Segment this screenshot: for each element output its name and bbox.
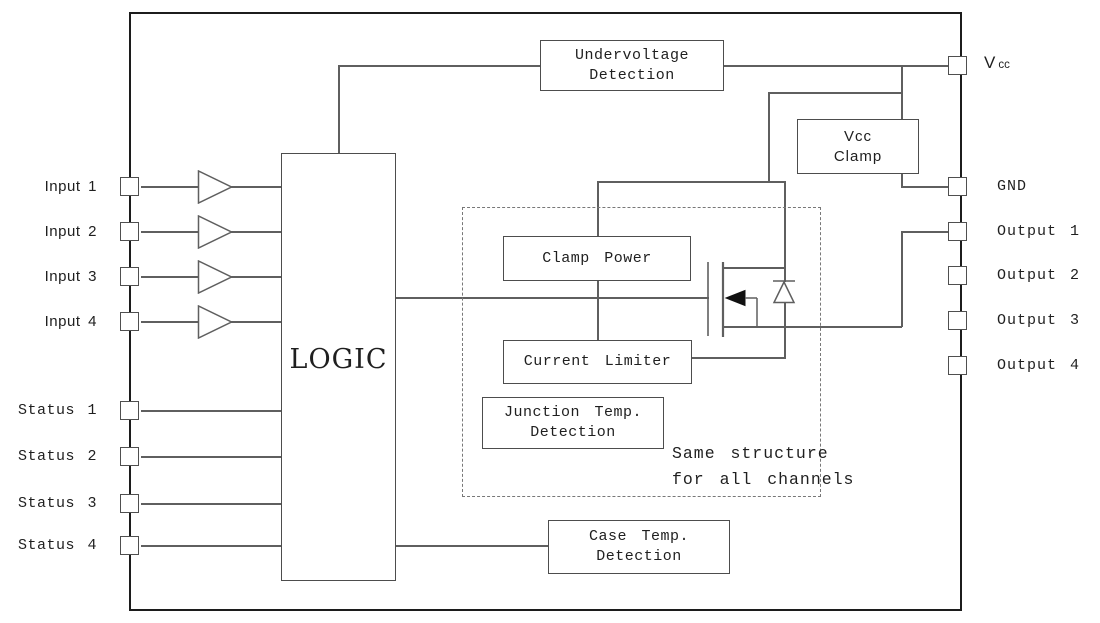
pin-vcc xyxy=(948,56,967,75)
vcc-clamp-block: Vcc Clamp xyxy=(797,119,919,174)
pin-output-1 xyxy=(948,222,967,241)
pin-label-status-1: Status 1 xyxy=(17,402,97,419)
wire-input1-buffer-to-logic xyxy=(230,186,281,188)
input-buffer-icon xyxy=(197,215,233,249)
wire-status2-to-logic xyxy=(141,456,281,458)
wire-branch-drop xyxy=(768,92,770,182)
wire-status3-to-logic xyxy=(141,503,281,505)
wire-to-output1-pin xyxy=(901,231,948,233)
wire-logic-to-undervoltage xyxy=(338,65,540,67)
wire-input1-pin-to-buffer xyxy=(141,186,199,188)
pin-label-status-3: Status 3 xyxy=(17,495,97,512)
pin-gnd xyxy=(948,177,967,196)
wire-channel-top-rail xyxy=(597,181,785,183)
wire-undervoltage-to-vcc-pin xyxy=(722,65,948,67)
current-limiter-block: Current Limiter xyxy=(503,340,692,384)
case-temp-label-line1: Case Temp. xyxy=(588,528,689,545)
pin-label-status-2: Status 2 xyxy=(17,448,97,465)
diode-triangle xyxy=(772,280,796,304)
wire-source-to-output1 xyxy=(901,232,903,327)
vcc-clamp-label-line1: Vcc xyxy=(843,127,872,145)
clamp-power-block: Clamp Power xyxy=(503,236,691,281)
pin-label-gnd: GND xyxy=(997,178,1028,195)
pin-label-input-1: Input 1 xyxy=(44,178,97,195)
wire-input4-pin-to-buffer xyxy=(141,321,199,323)
pin-status-3 xyxy=(120,494,139,513)
wire-clamp-to-gnd-pin xyxy=(901,186,949,188)
case-temp-detection-block: Case Temp. Detection xyxy=(548,520,730,574)
input-buffer-icon xyxy=(197,305,233,339)
pin-input-3 xyxy=(120,267,139,286)
pin-label-input-2: Input 2 xyxy=(44,223,97,240)
same-structure-note-line1: Same structure xyxy=(672,444,829,463)
wire-vcc-to-clamp xyxy=(901,65,903,120)
pin-label-output-3: Output 3 xyxy=(997,312,1081,329)
wire-source-line xyxy=(723,326,902,328)
pin-input-4 xyxy=(120,312,139,331)
junction-temp-label-line1: Junction Temp. xyxy=(503,404,643,421)
wire-vcc-rail-branch xyxy=(768,92,902,94)
pin-label-input-3: Input 3 xyxy=(44,268,97,285)
pin-output-3 xyxy=(948,311,967,330)
wire-status4-to-logic xyxy=(141,545,281,547)
pin-status-4 xyxy=(120,536,139,555)
same-structure-note: Same structure for all channels xyxy=(672,441,854,492)
wire-clamp-to-limiter xyxy=(597,278,599,341)
mosfet-and-body-diode-icon xyxy=(707,262,801,337)
undervoltage-detection-label-line1: Undervoltage xyxy=(574,46,690,64)
current-limiter-label: Current Limiter xyxy=(523,353,672,370)
junction-temp-detection-block: Junction Temp. Detection xyxy=(482,397,664,449)
wire-diode-anode-drop xyxy=(784,302,786,359)
case-temp-label-line2: Detection xyxy=(596,548,682,565)
pin-input-2 xyxy=(120,222,139,241)
wire-logic-top-riser xyxy=(338,65,340,153)
wire-clamp-power-feed xyxy=(597,181,599,237)
wire-input2-pin-to-buffer xyxy=(141,231,199,233)
same-structure-note-line2: for all channels xyxy=(672,469,855,489)
logic-block: LOGIC xyxy=(281,153,396,581)
vcc-label-sub: cc xyxy=(998,59,1010,71)
input-buffer-icon xyxy=(197,260,233,294)
pin-label-status-4: Status 4 xyxy=(17,537,97,554)
pin-output-2 xyxy=(948,266,967,285)
wire-diode-cathode-riser xyxy=(784,181,786,282)
pin-label-output-1: Output 1 xyxy=(997,223,1081,240)
wire-input3-buffer-to-logic xyxy=(230,276,281,278)
undervoltage-detection-label-line2: Detection xyxy=(589,66,675,84)
input-buffer-icon xyxy=(197,170,233,204)
pin-label-input-4: Input 4 xyxy=(44,313,97,330)
wire-logic-to-case-temp xyxy=(395,545,548,547)
mosfet-body-arrow xyxy=(724,289,746,307)
channel-dashed-boundary xyxy=(462,207,821,497)
vcc-clamp-label-line2: Clamp xyxy=(833,147,883,165)
wire-input4-buffer-to-logic xyxy=(230,321,281,323)
wire-logic-to-gate xyxy=(395,297,709,299)
junction-temp-label-line2: Detection xyxy=(530,424,616,441)
wire-status1-to-logic xyxy=(141,410,281,412)
undervoltage-detection-block: Undervoltage Detection xyxy=(540,40,724,91)
pin-input-1 xyxy=(120,177,139,196)
clamp-power-label: Clamp Power xyxy=(542,249,652,267)
pin-label-output-4: Output 4 xyxy=(997,357,1081,374)
wire-input3-pin-to-buffer xyxy=(141,276,199,278)
pin-status-2 xyxy=(120,447,139,466)
logic-label: LOGIC xyxy=(289,344,388,375)
wire-input2-buffer-to-logic xyxy=(230,231,281,233)
wire-current-limiter-sense xyxy=(690,357,785,359)
pin-label-output-2: Output 2 xyxy=(997,267,1081,284)
pin-status-1 xyxy=(120,401,139,420)
wire-vccclamp-gnd-drop xyxy=(901,171,903,187)
vcc-label-main: V xyxy=(984,53,996,72)
pin-output-4 xyxy=(948,356,967,375)
